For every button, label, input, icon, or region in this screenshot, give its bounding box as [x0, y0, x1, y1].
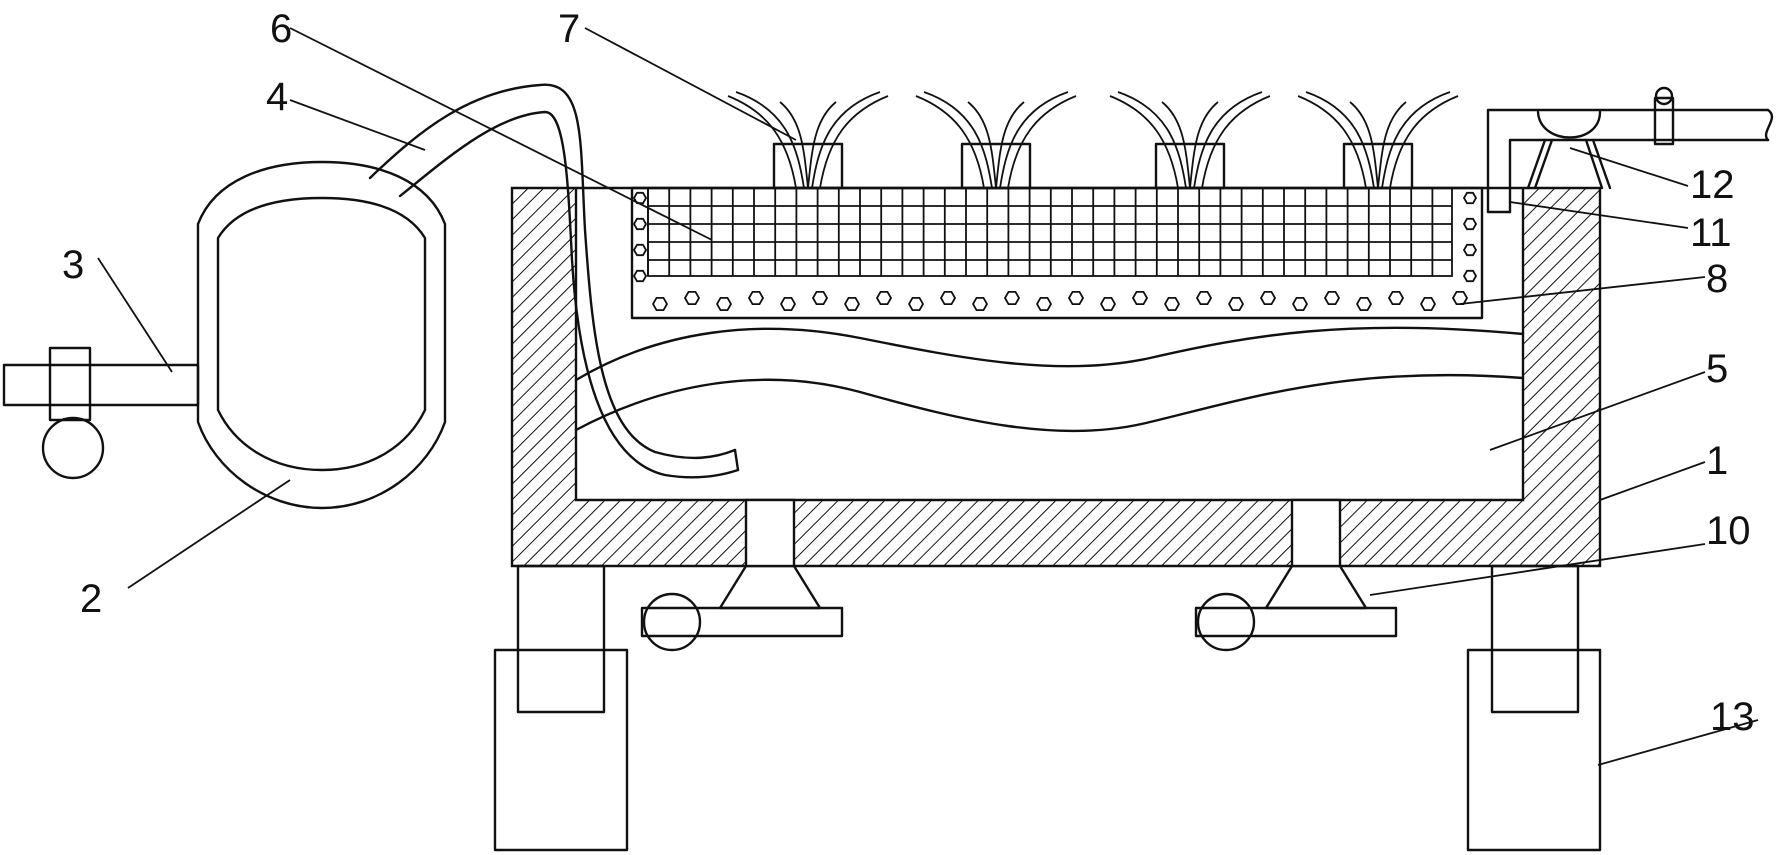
outlet-pipe — [1486, 86, 1774, 214]
reference-labels: 6 4 3 2 7 12 11 8 5 1 10 13 — [62, 7, 1755, 739]
label-1: 1 — [1706, 439, 1728, 483]
label-3: 3 — [62, 243, 84, 287]
label-12: 12 — [1690, 163, 1735, 207]
label-6: 6 — [270, 7, 292, 51]
inner-supports — [640, 564, 1398, 652]
hose — [368, 83, 740, 479]
pebble-layer — [632, 191, 1478, 312]
label-10: 10 — [1706, 509, 1751, 553]
inlet-pipe — [2, 346, 200, 480]
label-2: 2 — [80, 577, 102, 621]
leader-lines — [97, 27, 1759, 766]
pump-vessel — [196, 160, 447, 510]
support-legs — [493, 564, 1602, 852]
label-8: 8 — [1706, 257, 1728, 301]
water-surface — [574, 326, 1525, 433]
label-7: 7 — [558, 7, 580, 51]
label-13: 13 — [1710, 695, 1755, 739]
label-4: 4 — [266, 75, 288, 119]
label-5: 5 — [1706, 347, 1728, 391]
mesh-grid — [647, 187, 1452, 276]
tank-body — [510, 186, 1602, 568]
plant-mesh-bed — [630, 186, 1484, 320]
plant-group — [727, 91, 1459, 190]
label-11: 11 — [1690, 211, 1732, 255]
